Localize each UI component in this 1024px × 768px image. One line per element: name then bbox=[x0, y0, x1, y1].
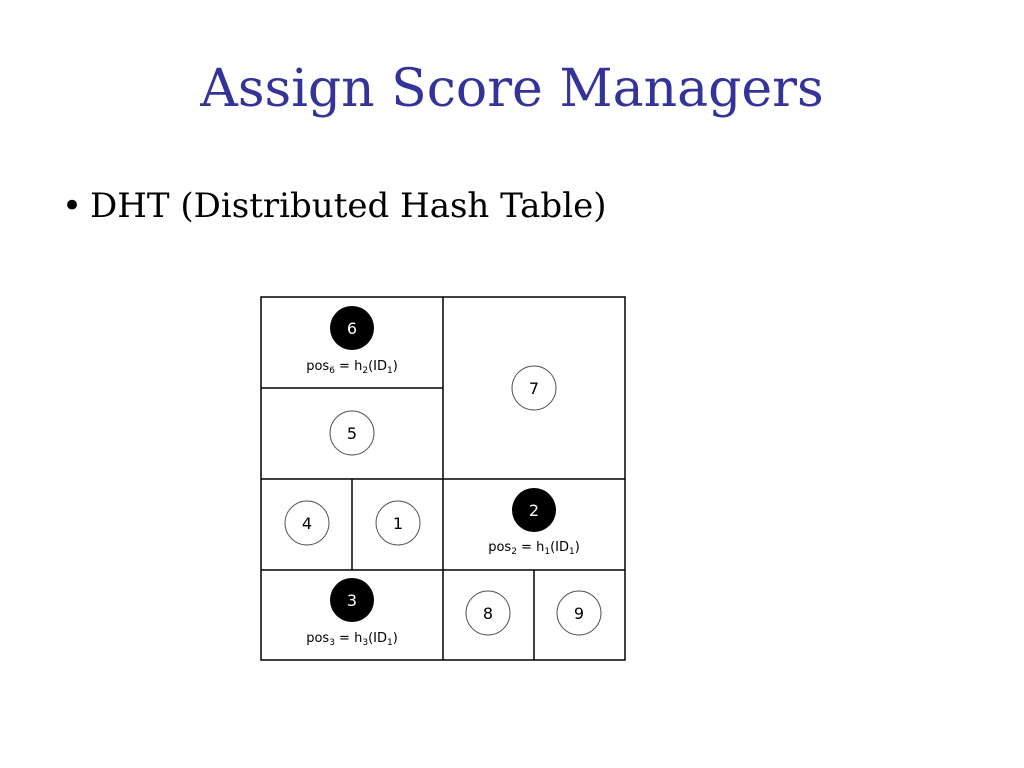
position-label: pos6 = h2(ID1) bbox=[306, 359, 398, 376]
bullet-item: •DHT (Distributed Hash Table) bbox=[62, 186, 606, 227]
node-4: 4 bbox=[284, 500, 330, 546]
node-label: 8 bbox=[483, 604, 493, 623]
node-circle bbox=[512, 488, 556, 532]
node-7: 7 bbox=[511, 365, 557, 411]
node-circle bbox=[375, 500, 421, 546]
node-label: 1 bbox=[393, 514, 403, 533]
node-label: 2 bbox=[529, 501, 539, 520]
slide-title: Assign Score Managers bbox=[200, 59, 824, 119]
node-label: 3 bbox=[347, 591, 357, 610]
node-circle bbox=[329, 410, 375, 456]
node-1: 1 bbox=[375, 500, 421, 546]
node-circle bbox=[284, 500, 330, 546]
dht-grid bbox=[260, 296, 626, 661]
node-circle bbox=[330, 578, 374, 622]
node-5: 5 bbox=[329, 410, 375, 456]
node-circle bbox=[330, 306, 374, 350]
node-label: 6 bbox=[347, 319, 357, 338]
bullet-icon: • bbox=[62, 186, 83, 226]
node-8: 8 bbox=[465, 590, 511, 636]
node-circle bbox=[465, 590, 511, 636]
node-label: 5 bbox=[347, 424, 357, 443]
node-circle bbox=[556, 590, 602, 636]
node-3: 3 bbox=[330, 578, 374, 622]
position-label: pos2 = h1(ID1) bbox=[488, 540, 580, 557]
position-label: pos3 = h3(ID1) bbox=[306, 631, 398, 648]
node-label: 7 bbox=[529, 379, 539, 398]
bullet-text: DHT (Distributed Hash Table) bbox=[90, 186, 607, 226]
node-circle bbox=[511, 365, 557, 411]
node-2: 2 bbox=[512, 488, 556, 532]
node-6: 6 bbox=[330, 306, 374, 350]
node-9: 9 bbox=[556, 590, 602, 636]
node-label: 9 bbox=[574, 604, 584, 623]
node-label: 4 bbox=[302, 514, 312, 533]
